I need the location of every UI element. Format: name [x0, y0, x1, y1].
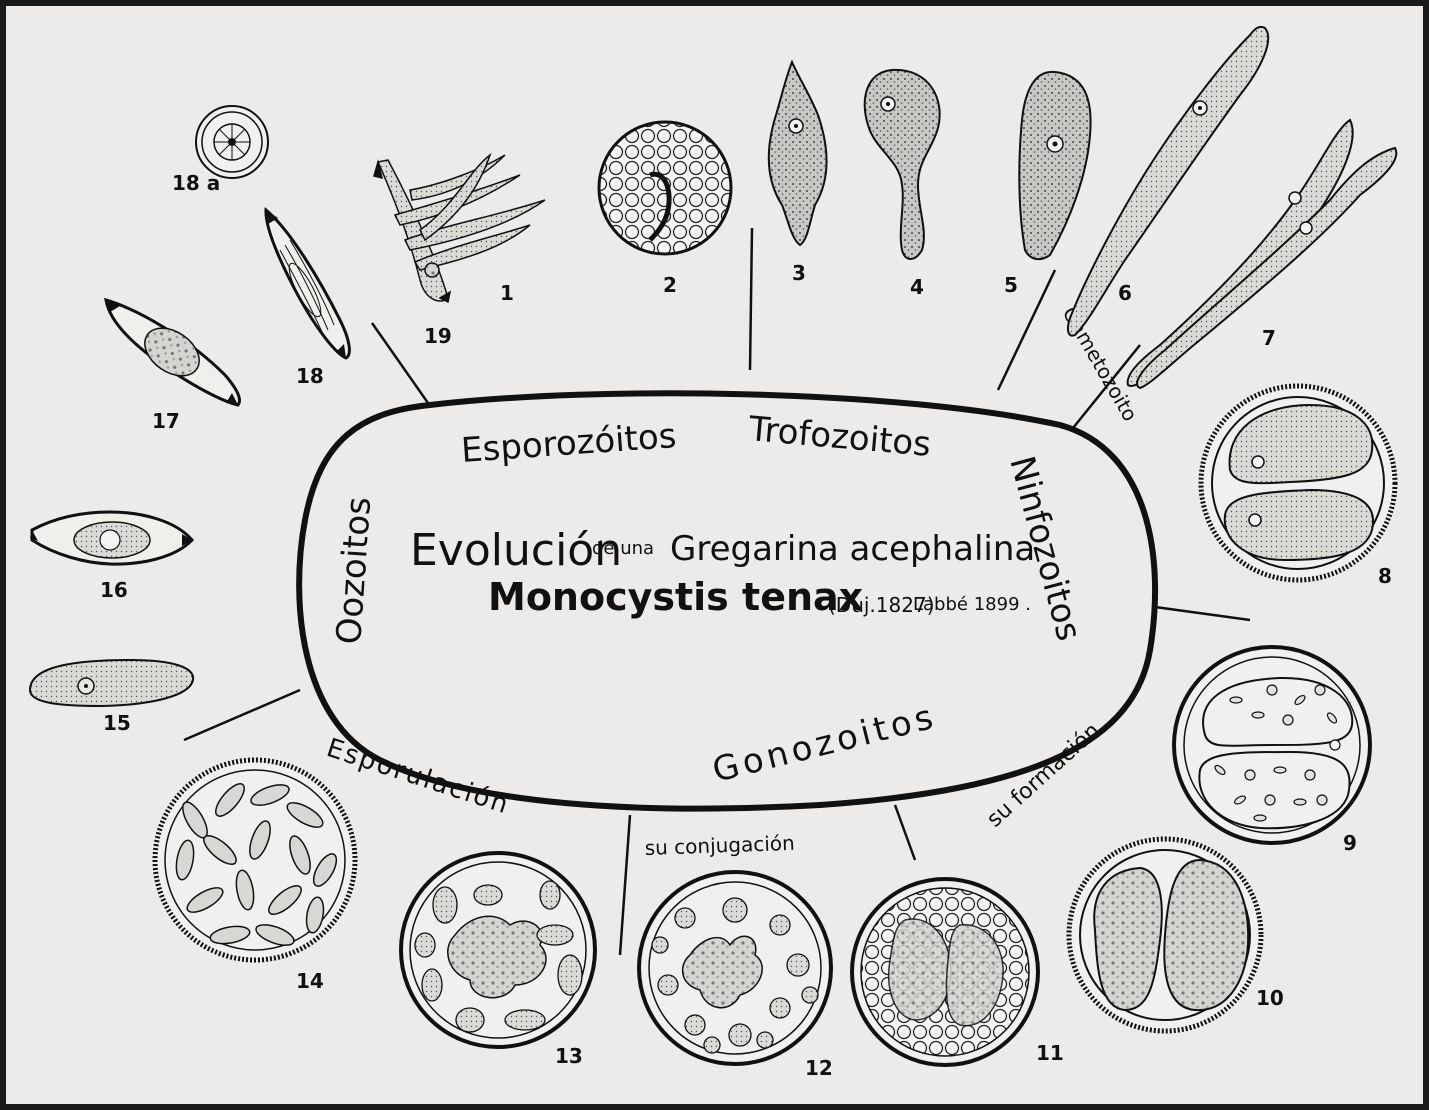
figure-label-6: 6	[1118, 281, 1132, 305]
figure-label-10: 10	[1256, 986, 1284, 1010]
figure-label-7: 7	[1262, 326, 1276, 350]
figure-4-trophozoite	[865, 70, 940, 259]
figure-label-14: 14	[296, 969, 324, 993]
label-su-conjugacion: su conjugación	[644, 831, 795, 860]
title-de-una: de una	[592, 538, 654, 559]
figure-5-trophozoite	[1019, 72, 1090, 259]
figure-label-18: 18	[296, 364, 324, 388]
title-author-labbe: Labbé 1899 .	[913, 594, 1031, 615]
figure-18-spore	[266, 210, 349, 358]
figure-18a-spore-section	[196, 106, 268, 178]
figure-1-sporozoites	[374, 155, 545, 302]
figure-label-5: 5	[1004, 273, 1018, 297]
figure-label-19: 19	[424, 324, 452, 348]
figure-label-1: 1	[500, 281, 514, 305]
figure-label-13: 13	[555, 1044, 583, 1068]
figure-12-cyst	[639, 872, 831, 1064]
figure-9-gonozoite-formation	[1174, 647, 1370, 843]
figure-label-4: 4	[910, 275, 924, 299]
figure-17-oozoite	[106, 300, 239, 405]
figure-label-8: 8	[1378, 564, 1392, 588]
figure-3-trophozoite	[769, 62, 827, 245]
figure-label-9: 9	[1343, 831, 1357, 855]
title-monocystis: Monocystis tenax	[488, 575, 863, 619]
figure-label-11: 11	[1036, 1041, 1064, 1065]
title-evolucion: Evolución	[410, 525, 622, 576]
figure-16-oozoite	[30, 512, 192, 564]
figure-2-cyst	[599, 122, 731, 254]
figure-11-cyst	[852, 879, 1038, 1065]
figure-13-cyst	[401, 853, 595, 1047]
figure-14-spore-cyst	[155, 760, 355, 960]
figure-label-17: 17	[152, 409, 180, 433]
figure-label-2: 2	[663, 273, 677, 297]
figure-label-16: 16	[100, 578, 128, 602]
figure-15-oozoite	[30, 660, 193, 706]
figure-label-12: 12	[805, 1056, 833, 1080]
title-gregarina: Gregarina acephalina	[670, 529, 1035, 569]
figure-label-15: 15	[103, 711, 131, 735]
figure-label-3: 3	[792, 261, 806, 285]
figure-8-paired-cyst	[1201, 386, 1395, 580]
figure-label-18a: 18 a	[172, 171, 220, 195]
figure-10-cyst	[1069, 839, 1261, 1031]
